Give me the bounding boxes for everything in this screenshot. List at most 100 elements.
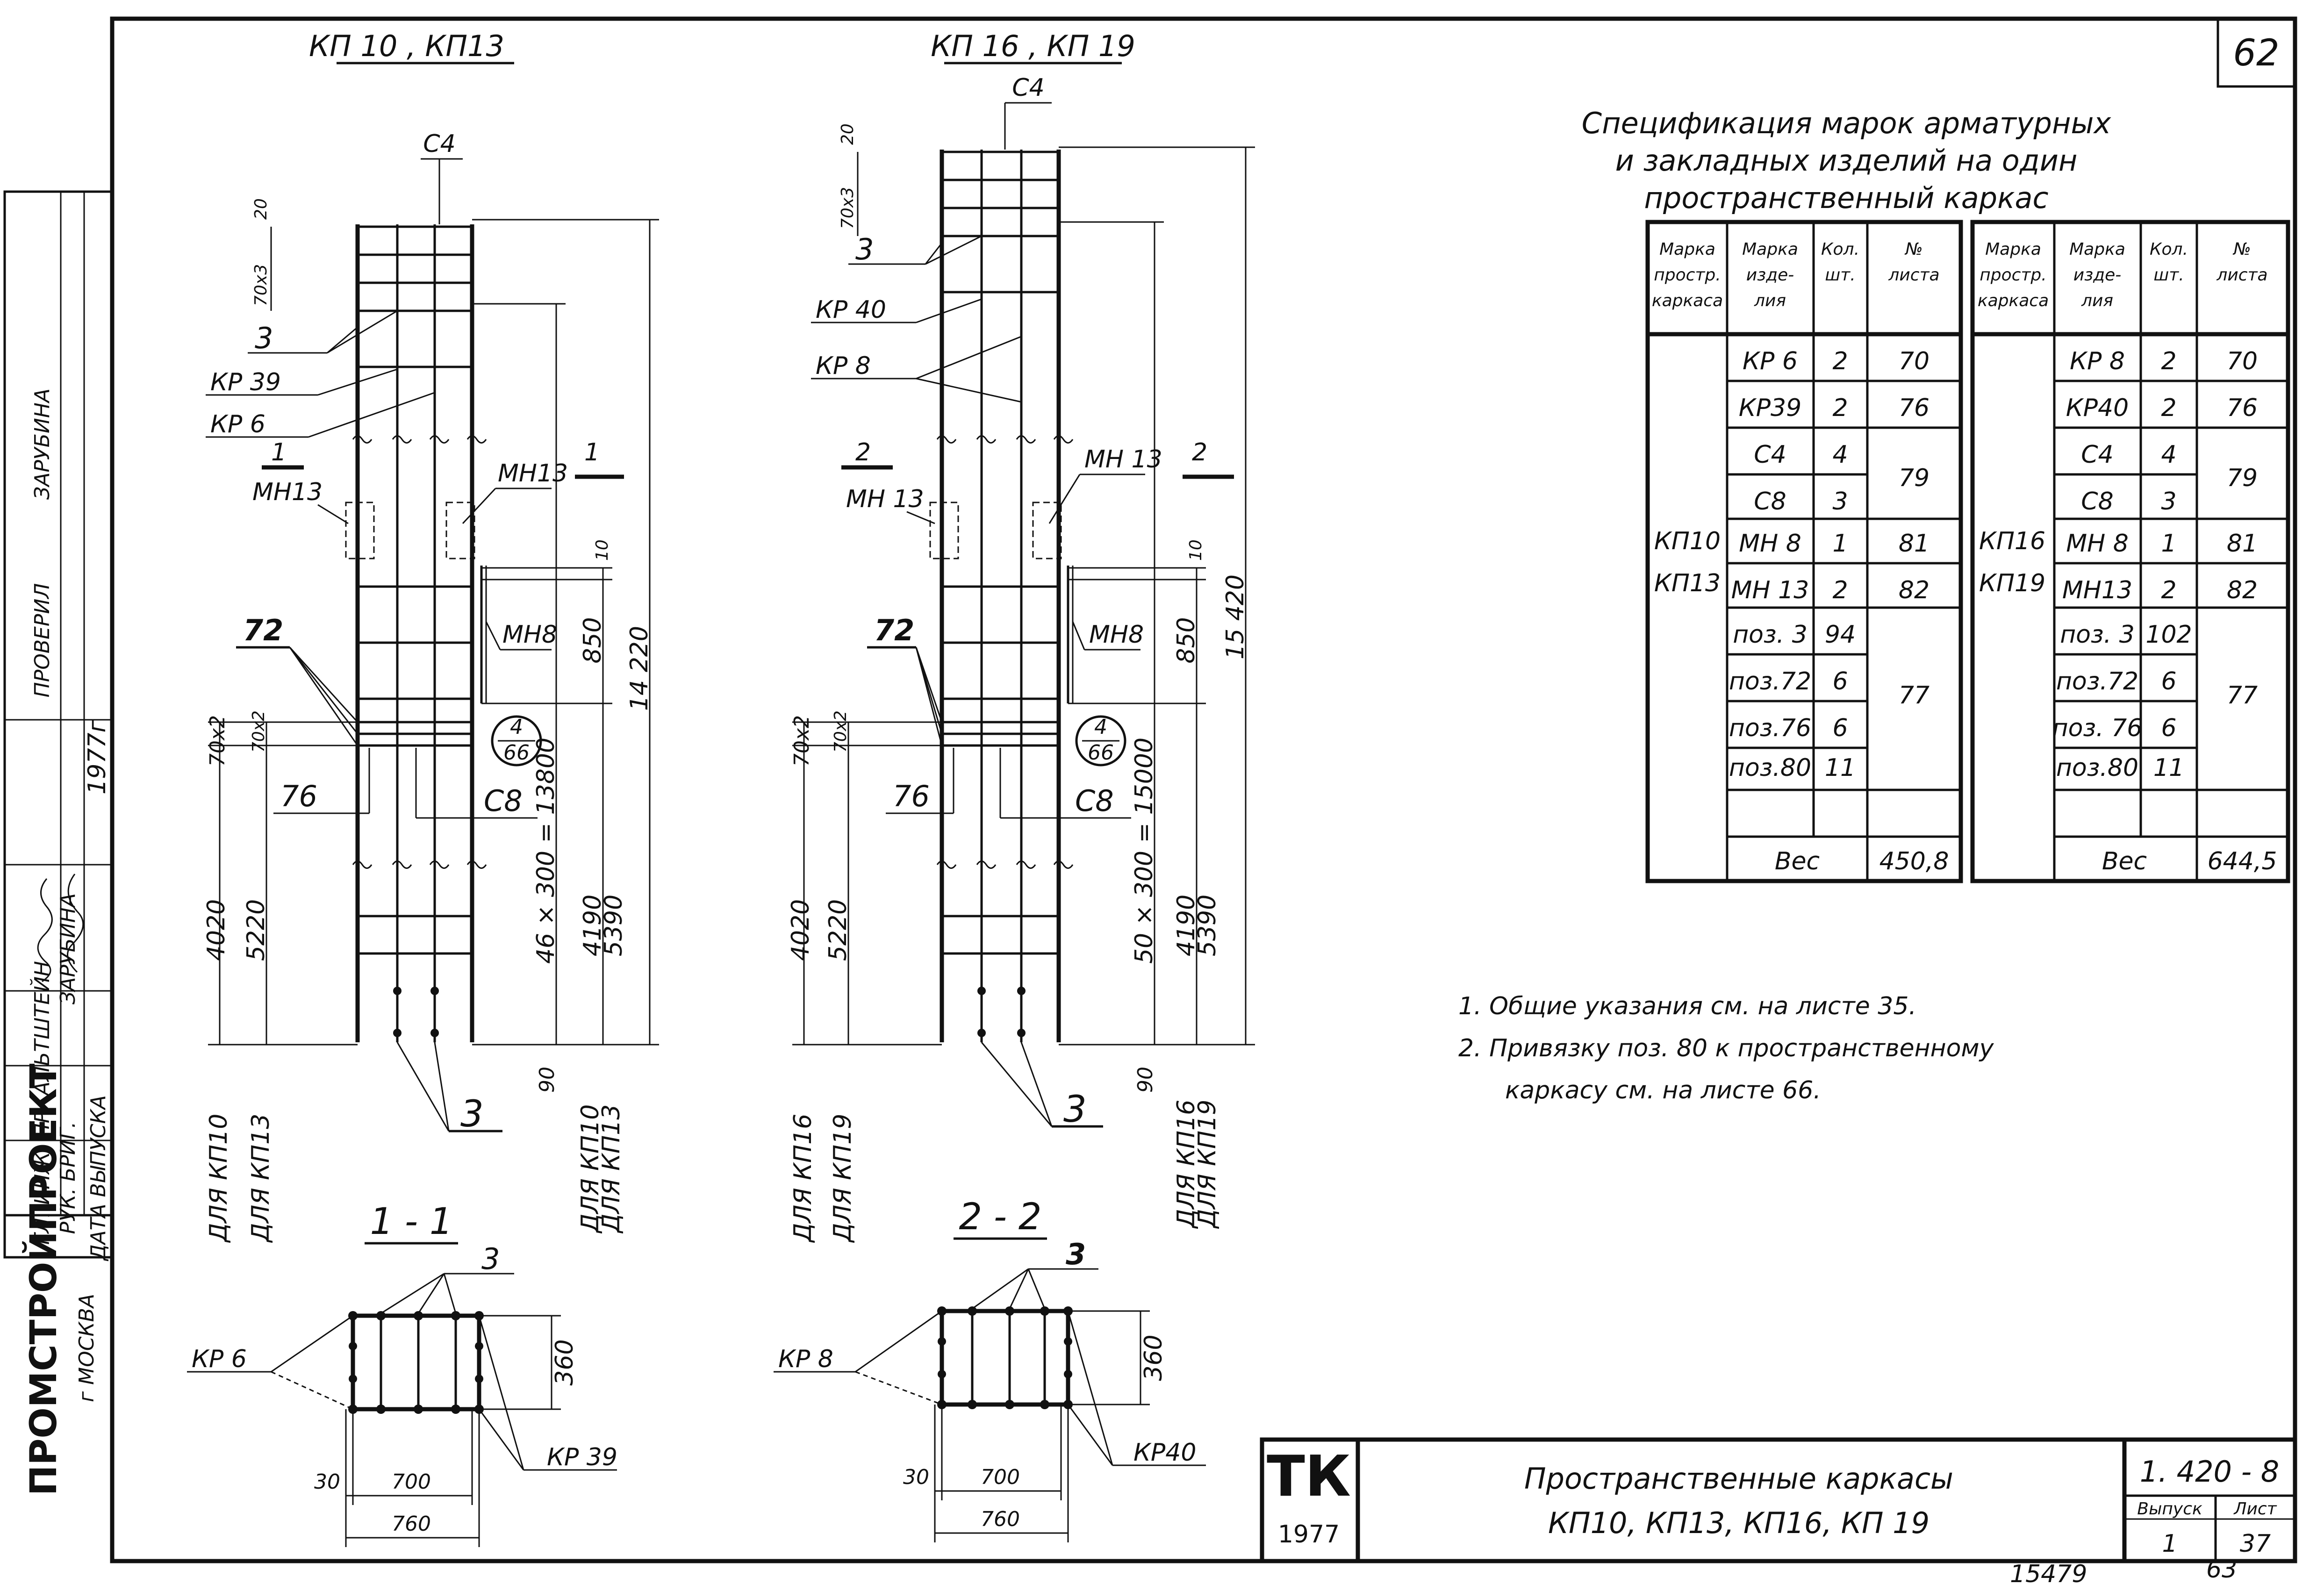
spec-right-row-0-item: КР 8 bbox=[2070, 347, 2125, 375]
frame-left-label-76: 76 bbox=[280, 779, 317, 813]
note-2: 2. Привязку поз. 80 к пространственному bbox=[1458, 1034, 1994, 1062]
spec-right-weight-value: 644,5 bbox=[2208, 847, 2277, 875]
frame-left-dim-70x2-b: 70х2 bbox=[249, 710, 268, 753]
spec-right-row-4-item: МН 8 bbox=[2066, 530, 2129, 558]
spec-header-0-2: каркаса bbox=[1652, 291, 1723, 310]
spec-left-row-4-sheet: 81 bbox=[1899, 530, 1929, 558]
spec-left-row-9-item: поз.80 bbox=[1729, 754, 1811, 782]
spec-left-row-0-item: КР 6 bbox=[1743, 347, 1798, 375]
spec-header-3-1: листа bbox=[1888, 265, 1939, 285]
spec-right-row-1-item: КР40 bbox=[2066, 394, 2129, 422]
frame-right-label-mn8: МН8 bbox=[1089, 621, 1144, 649]
spec-left-row-7-qty: 6 bbox=[1832, 667, 1848, 695]
spec-right-row-1-qty: 2 bbox=[2161, 394, 2176, 422]
section-2-dim-760: 760 bbox=[981, 1507, 1020, 1531]
notes: 1. Общие указания см. на листе 35. 2. Пр… bbox=[1458, 992, 1994, 1104]
frame-left-dim-70x2-a: 70х2 bbox=[206, 715, 230, 767]
frame-right-dim-4020: 4020 bbox=[787, 899, 815, 961]
frame-right-label-mn13-right: МН 13 bbox=[1084, 445, 1162, 473]
spec-left-row-3-qty: 3 bbox=[1832, 487, 1848, 516]
spec-left-row-8-qty: 6 bbox=[1832, 714, 1848, 742]
spec-header-1-0: Марка bbox=[1742, 240, 1798, 259]
frame-left-bottom-label-3: ДЛЯ КП10 bbox=[576, 1104, 604, 1234]
frame-right-dim-5390: 5390 bbox=[1193, 895, 1221, 956]
frame-left-label-72: 72 bbox=[243, 613, 283, 647]
page-number: 62 bbox=[2233, 32, 2279, 74]
frame-right-dim-10: 10 bbox=[1186, 539, 1205, 561]
spec-header-3-1: листа bbox=[2216, 265, 2267, 285]
frame-left-callout-den: 66 bbox=[503, 741, 530, 765]
frame-left-label-kr39: КР 39 bbox=[210, 368, 281, 396]
frame-right-dim-70x3: 70х3 bbox=[838, 187, 857, 229]
spec-left-row-8-item: поз.76 bbox=[1729, 714, 1811, 742]
spec-right-row-7-item: поз.72 bbox=[2056, 667, 2138, 695]
frame-right-dim-15420: 15 420 bbox=[1221, 574, 1249, 659]
frame-left-dim-10: 10 bbox=[593, 539, 612, 561]
frame-right-bottom-label-3: ДЛЯ КП16 bbox=[1172, 1100, 1200, 1229]
frame-left-dim-70x3: 70х3 bbox=[251, 264, 271, 306]
spec-right-row-2-item: С4 bbox=[2081, 441, 2113, 469]
spec-header-1-1: изде- bbox=[1746, 265, 1794, 285]
section-1-label-left: КР 6 bbox=[192, 1345, 247, 1373]
stamp-role-2: РУК. БРИГ. bbox=[56, 1122, 80, 1234]
spec-header-3-0: № bbox=[2232, 240, 2251, 259]
spec-header-0-1: простр. bbox=[1654, 265, 1721, 285]
spec-left-frame-mark-1: КП10 bbox=[1654, 527, 1721, 555]
frame-left-label-3-bottom: 3 bbox=[460, 1093, 484, 1135]
frame-left-bottom-label-1: ДЛЯ КП10 bbox=[205, 1114, 233, 1243]
spec-header-1-2: лия bbox=[1754, 291, 1786, 310]
spec-left-row-5-sheet: 82 bbox=[1899, 576, 1929, 604]
spec-left-row-7-item: поз.72 bbox=[1729, 667, 1811, 695]
frame-left-dim-20: 20 bbox=[251, 198, 271, 220]
section-2-2: 2 - 2 3 КР 8 КР40 360 bbox=[774, 1196, 1206, 1542]
frame-left-title: КП 10 , КП13 bbox=[309, 29, 504, 63]
frame-left-section-left: 1 bbox=[271, 438, 287, 466]
frame-right-dim-90: 90 bbox=[1133, 1067, 1157, 1093]
title-block-issue-label: Выпуск bbox=[2137, 1499, 2202, 1519]
spec-right-frame-mark-2: КП19 bbox=[1979, 569, 2045, 597]
spec-left-row-0-qty: 2 bbox=[1832, 347, 1848, 375]
spec-left-row-6-sheet: 77 bbox=[1899, 681, 1929, 710]
spec-left-row-3-item: С8 bbox=[1754, 487, 1786, 516]
spec-left-weight-label: Вес bbox=[1775, 847, 1820, 875]
spec-left-row-4-qty: 1 bbox=[1832, 530, 1848, 558]
frame-left-bottom-label-2: ДЛЯ КП13 bbox=[247, 1114, 275, 1243]
frame-left-label-kr6: КР 6 bbox=[210, 410, 265, 438]
spec-right-frame-mark-1: КП16 bbox=[1979, 527, 2045, 555]
stamp-role-1: ГЛ. ИНЖ. ПР bbox=[30, 1111, 54, 1245]
spec-header-0-0: Марка bbox=[1985, 240, 2041, 259]
frame-left-dim-5390: 5390 bbox=[600, 895, 628, 956]
frame-left-dim-5220: 5220 bbox=[242, 899, 270, 961]
frame-right-callout-num: 4 bbox=[1094, 715, 1107, 739]
stamp-org: ПРОМСТРОЙПРОЕКТ bbox=[22, 1063, 65, 1496]
spec-right-row-9-qty: 11 bbox=[2153, 754, 2184, 782]
spec-left-row-5-item: МН 13 bbox=[1731, 576, 1809, 604]
section-2-dim-700: 700 bbox=[981, 1465, 1020, 1489]
frame-right-section-left: 2 bbox=[855, 438, 871, 466]
spec-header-2-1: шт. bbox=[1825, 265, 1855, 285]
spec-right-row-9-item: поз.80 bbox=[2056, 754, 2138, 782]
frame-right-section-right: 2 bbox=[1192, 438, 1207, 466]
frame-right-dim-70x2-b: 70х2 bbox=[831, 710, 850, 753]
page-number-box bbox=[2216, 17, 2296, 88]
frame-right-callout-den: 66 bbox=[1088, 741, 1114, 765]
frame-left-dim-4020: 4020 bbox=[202, 899, 230, 961]
spec-title-line-3: пространственный каркас bbox=[1644, 181, 2048, 215]
spec-right-row-3-qty: 3 bbox=[2161, 487, 2176, 516]
title-block-mark: ТК bbox=[1267, 1444, 1351, 1509]
title-block-year: 1977 bbox=[1278, 1520, 1340, 1548]
signature-1 bbox=[37, 878, 53, 982]
frame-left-section-right: 1 bbox=[584, 438, 600, 466]
spec-right-row-0-qty: 2 bbox=[2161, 347, 2176, 375]
frame-right-top-label: С4 bbox=[1012, 74, 1044, 102]
section-2-title: 2 - 2 bbox=[959, 1196, 1042, 1238]
section-1-dim-30: 30 bbox=[314, 1470, 340, 1494]
frame-left-bottom-label-4: ДЛЯ КП13 bbox=[597, 1104, 625, 1234]
title-block-sheet-value: 37 bbox=[2240, 1530, 2271, 1558]
frame-left-dim-850: 850 bbox=[579, 617, 607, 663]
spec-right-row-4-sheet: 81 bbox=[2227, 530, 2258, 558]
frame-right-dim-4190: 4190 bbox=[1172, 895, 1200, 956]
section-1-1: 1 - 1 3 КР 6 КР 39 360 bbox=[187, 1201, 617, 1547]
frame-right-elevation: КП 16 , КП 19 С4 bbox=[787, 29, 1255, 1243]
